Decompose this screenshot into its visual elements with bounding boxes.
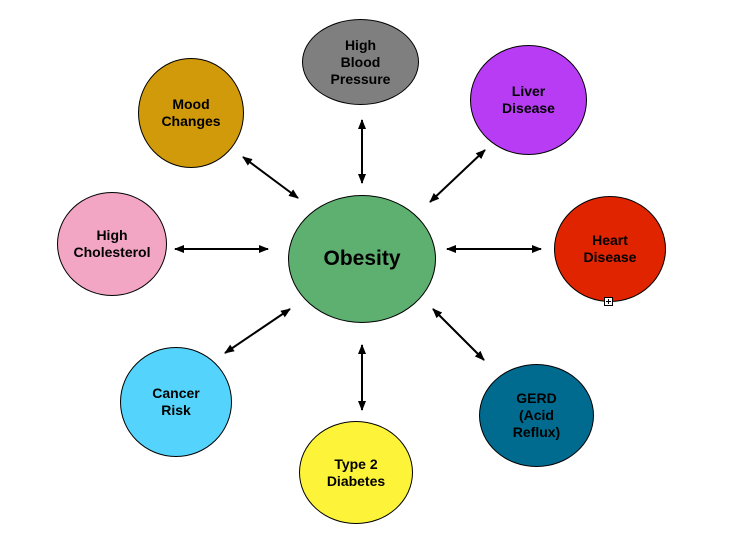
liver-disease-node[interactable]: Liver Disease [470,45,587,155]
arrow-gerd [432,308,485,361]
obesity-node[interactable]: Obesity [288,195,436,323]
high-blood-pressure-label: High Blood Pressure [330,36,391,87]
high-blood-pressure-node[interactable]: High Blood Pressure [302,19,419,105]
heart-disease-label: Heart Disease [583,232,637,265]
mood-changes-node[interactable]: Mood Changes [138,58,244,168]
type-2-diabetes-node[interactable]: Type 2 Diabetes [299,421,413,524]
obesity-label: Obesity [323,247,401,270]
type-2-diabetes-label: Type 2 Diabetes [326,455,386,489]
cancer-risk-node[interactable]: Cancer Risk [120,347,232,457]
heart-disease-node[interactable]: Heart Disease [554,196,666,302]
resize-handle-icon[interactable] [604,297,613,306]
cancer-risk-label: Cancer Risk [152,385,200,418]
arrow-mood-changes [242,156,299,199]
high-cholesterol-node[interactable]: High Cholesterol [57,192,167,296]
gerd-label: GERD (Acid Reflux) [512,390,561,440]
high-cholesterol-label: High Cholesterol [73,227,151,260]
arrow-cancer-risk [224,308,291,354]
mood-changes-label: Mood Changes [161,96,221,129]
liver-disease-label: Liver Disease [502,83,555,116]
arrow-liver-disease [429,149,486,203]
gerd-node[interactable]: GERD (Acid Reflux) [479,364,594,467]
